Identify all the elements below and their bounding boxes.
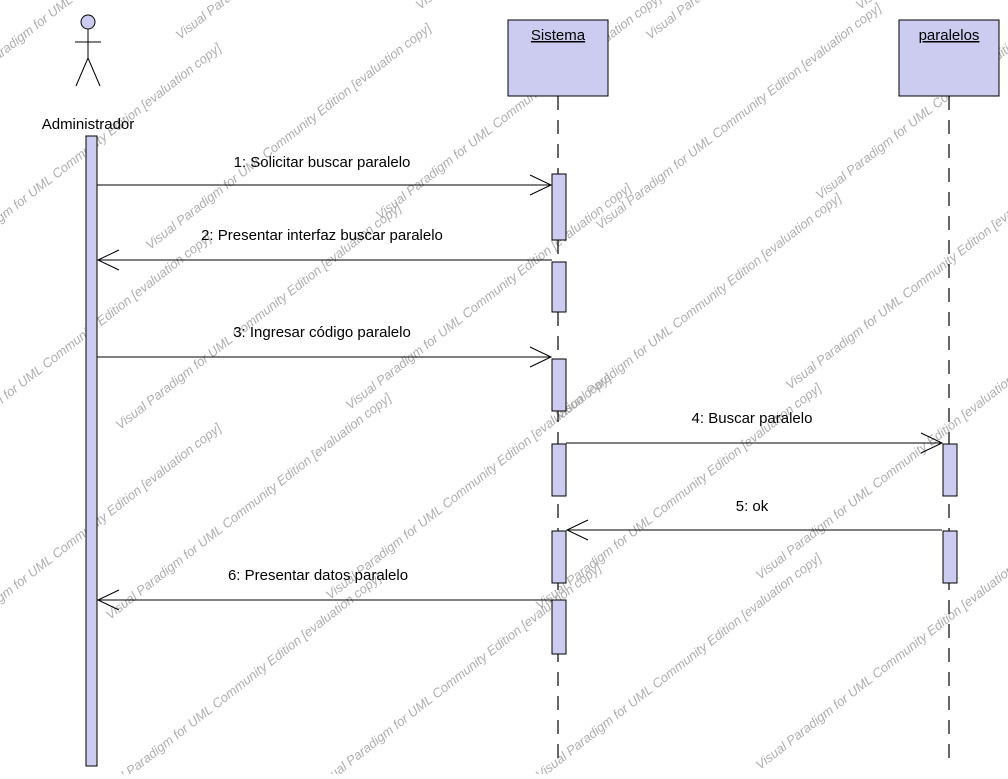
arrowhead-left-icon [96,249,120,271]
actor-left-leg [75,57,89,87]
message-1: 1: Solicitar buscar paralelo [97,154,553,196]
message-5: 5: ok [565,498,942,541]
activation-sistema-4 [551,443,567,497]
object-label-paralelos: paralelos [919,27,980,44]
actor-label: Administrador [42,116,135,133]
message-label-3: 3: Ingresar código paralelo [233,324,411,341]
message-label-4: 4: Buscar paralelo [692,410,813,427]
arrowhead-right-icon [529,346,553,368]
activation-sistema-1 [551,173,567,241]
message-4: 4: Buscar paralelo [566,410,944,454]
arrowhead-right-icon [920,432,944,454]
message-6: 6: Presentar datos paralelo [96,567,552,611]
object-label-sistema: Sistema [531,27,586,44]
arrowhead-left-icon [96,589,120,611]
message-label-1: 1: Solicitar buscar paralelo [234,154,411,171]
activation-sistema-2 [551,261,567,313]
activation-sistema-6 [551,599,567,655]
object-box-sistema [507,19,609,97]
activation-sistema-5 [551,530,567,584]
actor-activation-bar [85,135,98,767]
lifeline-paralelos: paralelos [898,19,1000,764]
actor-administrador: Administrador [42,14,135,133]
actor-right-leg [87,57,101,87]
activation-sistema-3 [551,358,567,412]
arrowhead-left-icon [565,519,589,541]
lifeline-sistema: Sistema [507,19,609,764]
arrowhead-right-icon [529,174,553,196]
message-label-5: 5: ok [736,498,769,515]
message-3: 3: Ingresar código paralelo [97,324,553,368]
watermark-text: Visual Paradigm for UML Community Editio… [0,40,224,272]
activation-paralelos-2 [942,530,958,584]
message-label-6: 6: Presentar datos paralelo [228,567,408,584]
watermark-text: Visual Paradigm for UML Community Editio… [643,0,935,42]
message-2: 2: Presentar interfaz buscar paralelo [96,227,552,271]
watermark-text: Visual Paradigm for UML Community Editio… [593,0,885,232]
message-label-2: 2: Presentar interfaz buscar paralelo [201,227,443,244]
activation-paralelos-1 [942,443,958,497]
actor-head [80,14,96,30]
object-box-paralelos [898,19,1000,97]
